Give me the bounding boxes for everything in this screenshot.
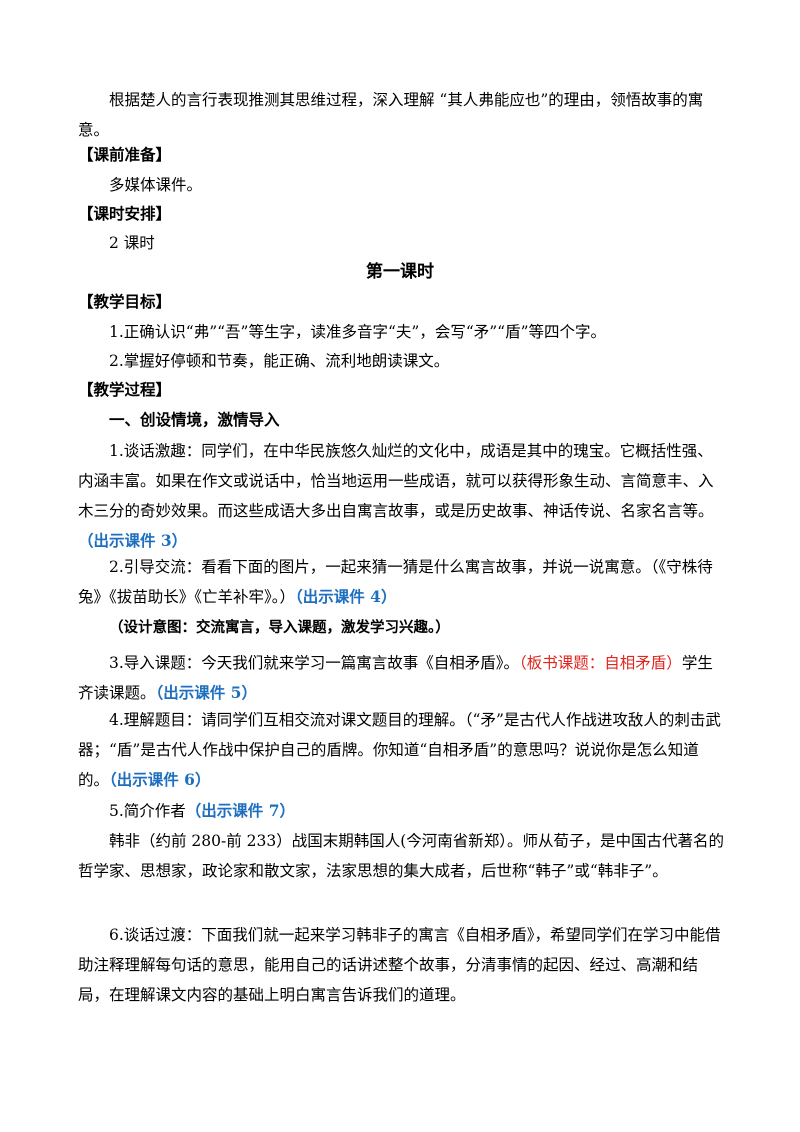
- courseware-note-5: （出示课件 5）: [155, 683, 257, 702]
- schedule-heading: 【课时安排】: [78, 204, 172, 223]
- courseware-note-3: （出示课件 3）: [78, 531, 188, 550]
- process-heading: 【教学过程】: [78, 380, 172, 399]
- courseware-note-4: （出示课件 4）: [295, 587, 397, 606]
- paragraph-5-text: 5.简介作者: [109, 802, 186, 820]
- schedule-text: 2 课时: [109, 234, 155, 252]
- paragraph-2: 2.引导交流：看看下面的图片，一起来猜一猜是什么寓言故事，并说一说寓意。（《守株…: [78, 552, 728, 612]
- intro-text: 根据楚人的言行表现推测其思维过程，深入理解 “其人弗能应也”的理由，领悟故事的寓…: [78, 91, 704, 139]
- goal-item-1: 1.正确认识“弗”“吾”等生字，读准多音字“夫”，会写“矛”“盾”等四个字。: [109, 323, 607, 341]
- prep-heading: 【课前准备】: [78, 145, 172, 164]
- paragraph-4: 4.理解题目：请同学们互相交流对课文题目的理解。（“矛”是古代人作战进攻敌人的刺…: [78, 705, 728, 795]
- lesson-title: 第一课时: [366, 262, 434, 282]
- courseware-note-6: （出示课件 6）: [109, 770, 211, 789]
- paragraph-6: 6.谈话过渡：下面我们就一起来学习韩非子的寓言《自相矛盾》，希望同学们在学习中能…: [78, 926, 721, 1004]
- courseware-note-7: （出示课件 7）: [185, 801, 295, 820]
- intro-paragraph: 根据楚人的言行表现推测其思维过程，深入理解 “其人弗能应也”的理由，领悟故事的寓…: [78, 85, 728, 145]
- paragraph-1: 1.谈话激趣：同学们，在中华民族悠久灿烂的文化中，成语是其中的瑰宝。它概括性强、…: [78, 436, 728, 556]
- paragraph-4-text: 4.理解题目：请同学们互相交流对课文题目的理解。（“矛”是古代人作战进攻敌人的刺…: [78, 711, 721, 789]
- paragraph-3-text-2: 学生齐读课题。: [78, 654, 713, 702]
- board-title-note: （板书课题：自相矛盾）: [519, 654, 682, 672]
- paragraph-5: 5.简介作者（出示课件 7）: [78, 796, 728, 826]
- paragraph-1-text: 1.谈话激趣：同学们，在中华民族悠久灿烂的文化中，成语是其中的瑰宝。它概括性强、…: [78, 442, 714, 520]
- section-heading-1: 一、创设情境，激情导入: [109, 410, 280, 429]
- goals-heading: 【教学目标】: [78, 292, 172, 311]
- author-paragraph: 韩非（约前 280-前 233）战国末期韩国人(今河南省新郑）。师从荀子，是中国…: [78, 832, 725, 880]
- paragraph-3: 3.导入课题：今天我们就来学习一篇寓言故事《自相矛盾》。（板书课题：自相矛盾）学…: [78, 648, 728, 708]
- paragraph-3-text: 3.导入课题：今天我们就来学习一篇寓言故事《自相矛盾》。: [109, 654, 520, 672]
- paragraph-2-text: 2.引导交流：看看下面的图片，一起来猜一猜是什么寓言故事，并说一说寓意。（《守株…: [78, 558, 713, 606]
- prep-text: 多媒体课件。: [109, 176, 203, 194]
- goal-item-2: 2.掌握好停顿和节奏，能正确、流利地朗读课文。: [109, 352, 450, 370]
- design-intent: （设计意图：交流寓言，导入课题，激发学习兴趣。）: [109, 619, 450, 636]
